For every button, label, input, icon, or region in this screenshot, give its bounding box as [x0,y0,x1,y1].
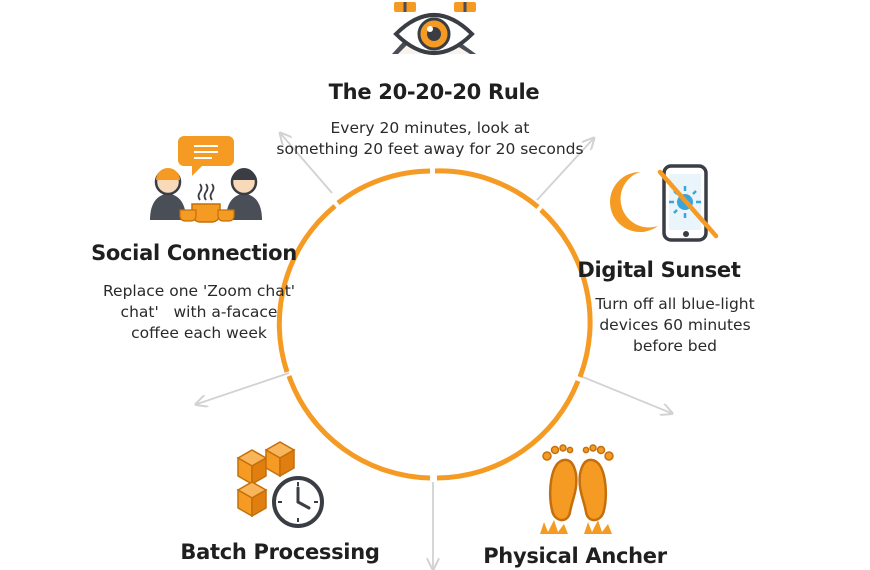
item-title-physical-anchor: Physical Ancher [483,544,667,568]
desc-line: something 20 feet away for 20 seconds [276,140,584,158]
item-desc-digital-sunset: Turn off all blue-light devices 60 minut… [595,294,754,357]
arrow-top-left [281,134,333,194]
people-coffee-icon [150,136,262,223]
ring-arc-5 [276,204,337,373]
item-title-batch-processing: Batch Processing [180,540,380,564]
ring-arc-3 [436,380,581,481]
desc-line: Replace one 'Zoom chat' [102,282,296,300]
boxes-clock-icon [236,441,324,528]
radial-arrows [197,134,671,568]
desc-line: devices 60 minutes [599,316,751,334]
item-desc-social-connection: Replace one 'Zoom chat' chat' with a-fac… [103,281,295,344]
ring-arc-1 [434,168,540,209]
desc-line: chat' with a-facace [120,303,278,321]
arrow-left [197,372,290,404]
item-desc-20-20-20-rule: Every 20 minutes, look at something 20 f… [276,118,583,160]
cycle-ring [276,168,593,481]
eye-icon [392,2,476,55]
moon-phone-icon [610,164,719,242]
arrow-right [577,374,671,413]
feet-icon [540,444,614,534]
ring-arc-6 [336,168,431,205]
ring-arc-4 [286,375,431,481]
arrow-top-right [536,139,593,201]
item-title-social-connection: Social Connection [91,241,297,265]
desc-line: Turn off all blue-light [595,295,755,313]
desc-line: Every 20 minutes, look at [330,119,530,137]
item-title-20-20-20-rule: The 20-20-20 Rule [328,80,540,104]
desc-line: coffee each week [131,324,267,342]
ring-arc-2 [539,208,593,378]
item-title-digital-sunset: Digital Sunset [577,258,741,282]
desc-line: before bed [632,337,718,355]
